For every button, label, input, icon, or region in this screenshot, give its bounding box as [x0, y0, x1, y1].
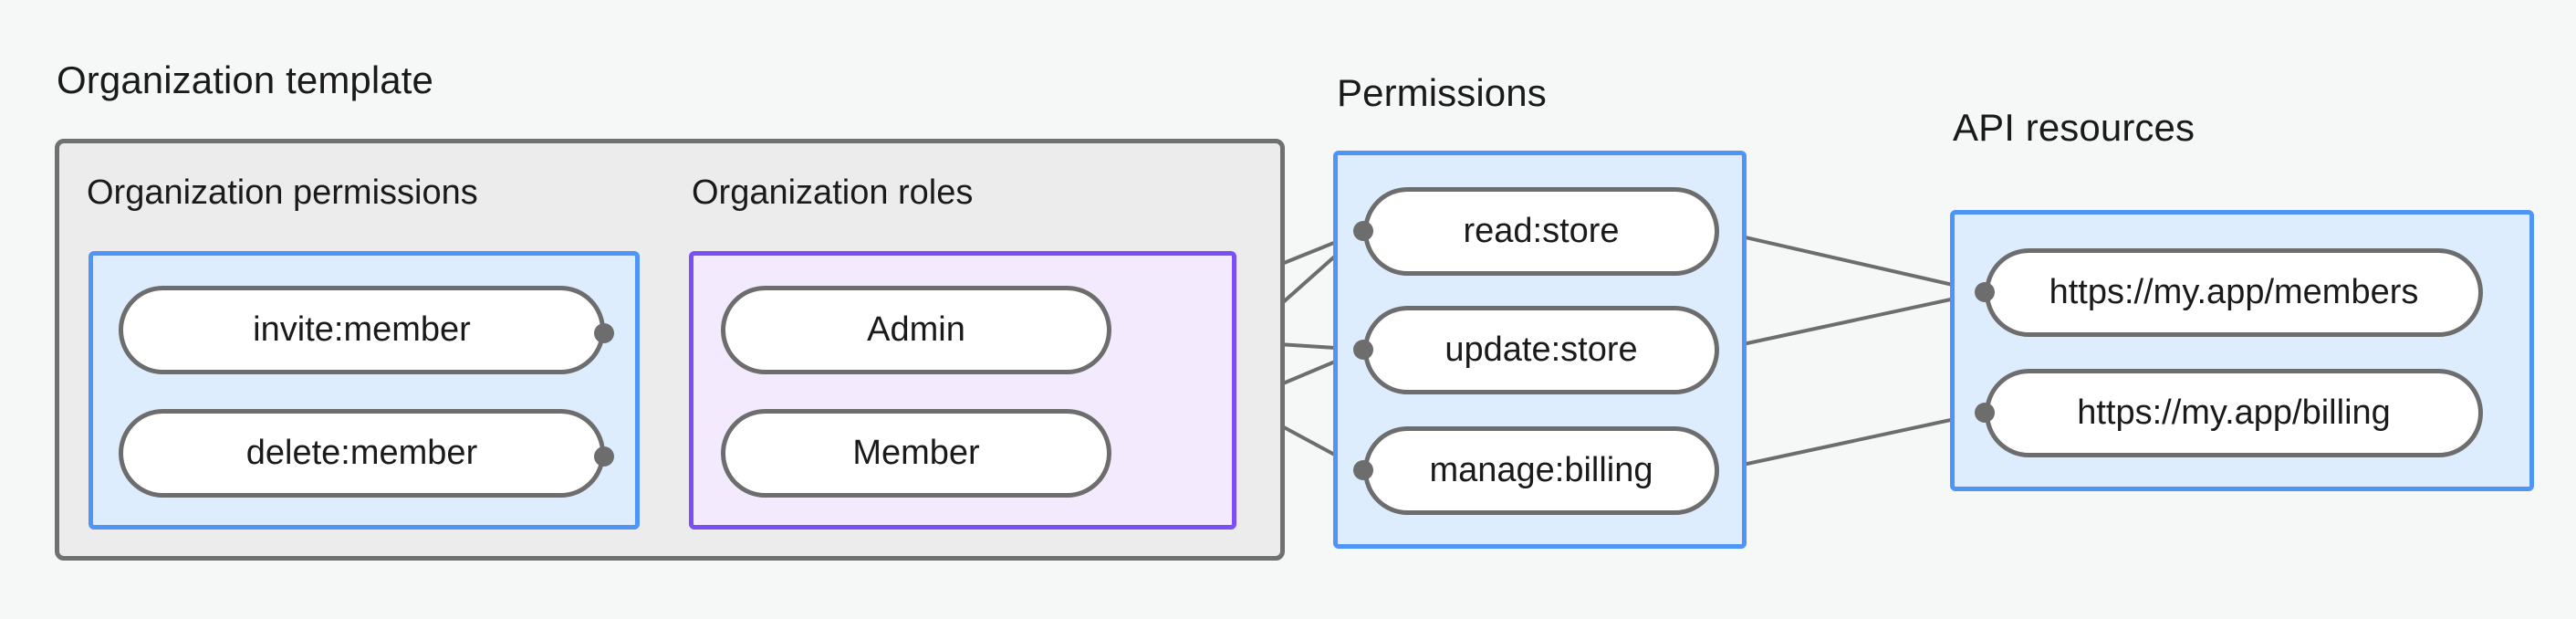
api-resources-title: API resources	[1953, 106, 2195, 149]
node-manage-billing[interactable]: manage:billing	[1363, 426, 1719, 515]
port-members-url-left	[1975, 282, 1995, 302]
node-update-store[interactable]: update:store	[1363, 306, 1719, 394]
organization-roles-title: Organization roles	[692, 173, 974, 212]
organization-template-title: Organization template	[57, 58, 433, 101]
port-manage-billing-left	[1353, 460, 1373, 480]
organization-permissions-title: Organization permissions	[87, 173, 478, 212]
node-invite-member[interactable]: invite:member	[119, 286, 605, 374]
edge-read-store-to-members-url	[1716, 229, 1986, 294]
node-members-url[interactable]: https://my.app/members	[1985, 248, 2483, 337]
node-billing-url[interactable]: https://my.app/billing	[1985, 369, 2483, 457]
permissions-title: Permissions	[1337, 71, 1547, 114]
port-read-store-left	[1353, 221, 1373, 241]
port-update-store-left	[1353, 340, 1373, 360]
node-read-store[interactable]: read:store	[1363, 187, 1719, 276]
node-admin[interactable]: Admin	[721, 286, 1111, 374]
port-billing-url-left	[1975, 403, 1995, 423]
edge-manage-billing-to-billing-url	[1716, 411, 1986, 472]
port-delete-member-right	[594, 446, 614, 467]
port-invite-member-right	[594, 323, 614, 343]
node-member[interactable]: Member	[721, 409, 1111, 498]
edge-update-store-to-members-url	[1716, 290, 1986, 351]
node-delete-member[interactable]: delete:member	[119, 409, 605, 498]
